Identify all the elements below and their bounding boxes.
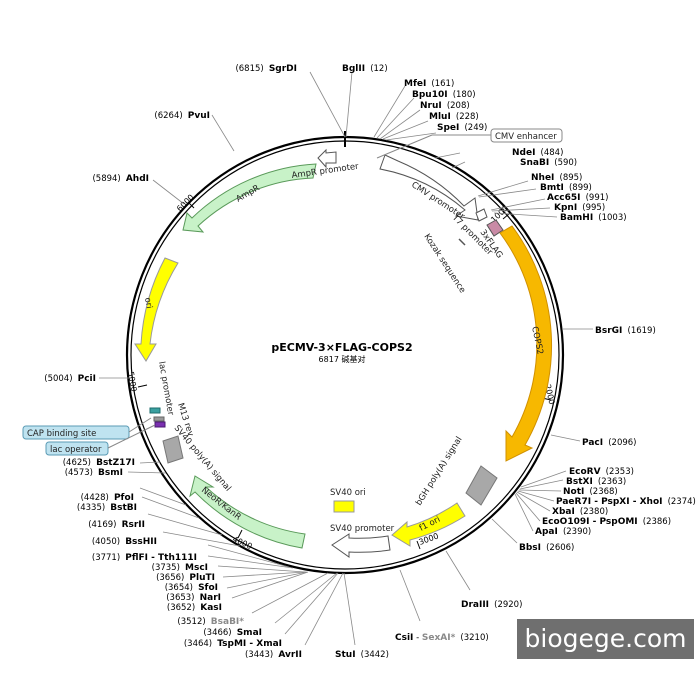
feature-sv40-promoter <box>331 533 391 558</box>
site-snabi: SnaBI (590) <box>520 150 577 169</box>
site-bsrgi: BsrGI (1619) <box>595 318 656 337</box>
feature-sv40-polya <box>162 435 184 464</box>
label-ori: ori <box>142 297 154 310</box>
site-bbsi: BbsI (2606) <box>519 535 574 554</box>
site-nhei: NheI (895) <box>531 165 582 184</box>
feature-m13-rev <box>153 416 165 422</box>
label-kozak: Kozak sequence <box>421 232 467 295</box>
site-bsshii: (4050) BssHII <box>92 529 157 548</box>
site-noti: NotI (2368) <box>563 479 618 498</box>
label-sv40-promoter: SV40 promoter <box>330 524 395 534</box>
site-draiii: DraIII (2920) <box>461 592 522 611</box>
site-xbai: XbaI (2380) <box>552 499 608 518</box>
site-paer7i-pspxi-xhoi: PaeR7I - PspXI - XhoI (2374) <box>556 489 696 508</box>
site-paci: PacI (2096) <box>582 430 636 449</box>
site-pfoi: (4428) PfoI <box>81 485 134 504</box>
site-mfei: MfeI (161) <box>404 71 454 90</box>
feature-kozak <box>458 238 466 246</box>
site-pluti: (3656) PluTI <box>156 565 215 584</box>
site-ecorv: EcoRV (2353) <box>569 459 634 478</box>
site-bstbi: (4335) BstBI <box>77 495 137 514</box>
label-cap-binding-site: CAP binding site <box>27 429 96 439</box>
site-acc65i: Acc65I (991) <box>547 185 608 204</box>
site-bpu10i: Bpu10I (180) <box>412 82 476 101</box>
feature-3xflag <box>486 219 504 237</box>
site-ndei: NdeI (484) <box>512 140 563 159</box>
feature-ampr <box>182 163 317 233</box>
tick-4000: 4000 <box>231 535 253 552</box>
tick-6000: 6000 <box>175 193 196 214</box>
feature-cops2 <box>499 225 553 462</box>
site-rsrii: (4169) RsrII <box>88 512 145 531</box>
site-csii-sexai: CsiI - SexAI* (3210) <box>395 625 489 644</box>
site-bamhi: BamHI (1003) <box>560 205 627 224</box>
site-ahdi: (5894) AhdI <box>92 166 149 185</box>
site-sfoi: (3654) SfoI <box>165 575 218 594</box>
site-leaders <box>99 71 593 646</box>
site-mlui: MluI (228) <box>429 104 479 123</box>
label-cmv-enhancer: CMV enhancer <box>495 132 557 142</box>
label-lac-operator: lac operator <box>50 445 102 455</box>
feature-neor-kanr <box>189 475 306 549</box>
site-bsmi: (4573) BsmI <box>65 460 123 479</box>
site-stui: StuI (3442) <box>335 642 389 661</box>
site-ecoo109i-pspomi: EcoO109I - PspOMI (2386) <box>542 509 671 528</box>
site-sgrdi: (6815) SgrDI <box>235 56 297 75</box>
site-avrii: (3443) AvrII <box>245 642 302 661</box>
plasmid-name: pECMV-3×FLAG-COPS2 <box>271 341 412 354</box>
site-nrui: NruI (208) <box>420 93 470 112</box>
tick-5000: 5000 <box>126 371 138 393</box>
site-tspmi-xmai: (3464) TspMI - XmaI <box>184 631 282 650</box>
feature-f1-ori <box>391 502 466 547</box>
site-smai: (3466) SmaI <box>203 620 262 639</box>
feature-bgh-polya <box>465 465 498 506</box>
feature-t7-promoter <box>475 208 488 222</box>
site-bsabi: (3512) BsaBI* <box>177 609 244 628</box>
site-bglii: BglII (12) <box>342 56 388 75</box>
site-pvui: (6264) PvuI <box>154 103 210 122</box>
site-pcii: (5004) PciI <box>44 366 96 385</box>
plasmid-size: 6817 碱基对 <box>319 354 366 364</box>
label-sv40-ori: SV40 ori <box>330 488 366 498</box>
watermark: biogege.com <box>517 619 694 659</box>
feature-cmv-promoter <box>379 154 479 221</box>
feature-lac-small <box>154 421 166 428</box>
feature-lac-promoter <box>149 407 161 414</box>
feature-ampr-promoter <box>317 148 337 169</box>
feature-ori <box>134 257 179 362</box>
site-labels: (6815) SgrDI BglII (12) MfeI (161) Bpu10… <box>44 56 696 661</box>
feature-sv40-ori <box>333 500 355 513</box>
site-pflfi-tth111i: (3771) PflFI - Tth111I <box>92 545 197 564</box>
site-spei: SpeI (249) <box>437 115 487 134</box>
site-bstz17i: (4625) BstZ17I <box>63 450 135 469</box>
site-kpni: KpnI (995) <box>554 195 605 214</box>
site-nari: (3653) NarI <box>166 585 221 604</box>
site-msci: (3735) MscI <box>152 555 208 574</box>
site-bstxi: BstXI (2363) <box>566 469 626 488</box>
site-bmti: BmtI (899) <box>540 175 592 194</box>
label-bgh-polya: bGH poly(A) signal <box>414 435 465 508</box>
site-apai: ApaI (2390) <box>535 519 591 538</box>
callouts: CMV enhancer CAP binding site lac operat… <box>22 128 563 456</box>
site-kasi: (3652) KasI <box>167 595 222 614</box>
